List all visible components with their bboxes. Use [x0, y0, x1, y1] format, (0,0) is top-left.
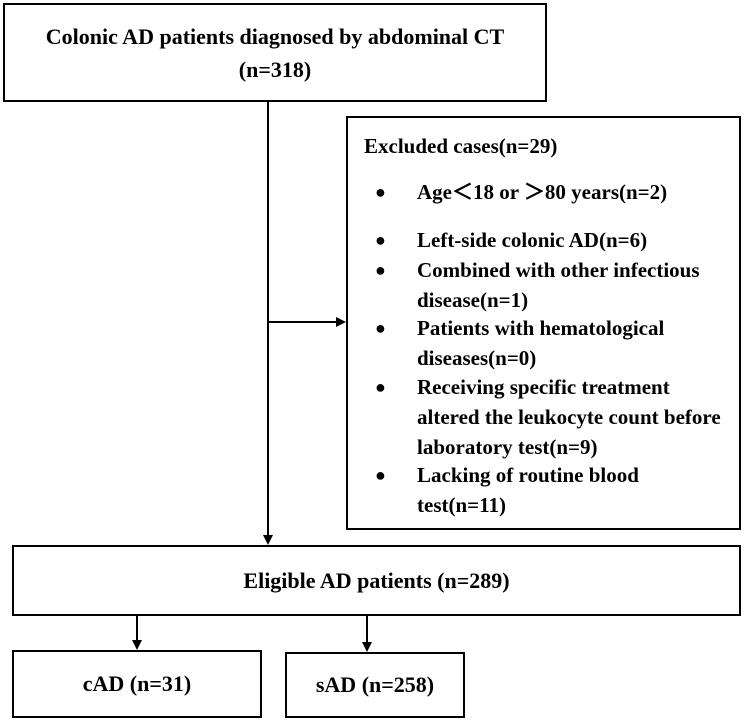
bullet-icon: ●: [375, 377, 386, 397]
colonic-ad-label: Colonic AD patients diagnosed by abdomin…: [45, 23, 505, 49]
bullet-icon: ●: [375, 465, 386, 485]
cad-group-label: cAD (n=31): [82, 671, 192, 696]
sad-group-box: sAD (n=258): [285, 652, 465, 718]
sad-group-label: sAD (n=258): [315, 672, 435, 697]
excluded-cases-box: Excluded cases(n=29) ● Age＜18 or ＞80 yea…: [346, 116, 741, 530]
bullet-icon: ●: [375, 182, 386, 202]
cad-group-box: cAD (n=31): [12, 650, 262, 718]
excluded-cases-title: Excluded cases(n=29): [364, 134, 558, 158]
eligible-patients-box: Eligible AD patients (n=289): [12, 545, 741, 616]
bullet-icon: ●: [375, 230, 386, 250]
colonic-ad-count: (n=318): [238, 56, 312, 82]
colonic-ad-box: Colonic AD patients diagnosed by abdomin…: [3, 3, 547, 102]
bullet-icon: ●: [375, 318, 386, 338]
eligible-patients-label: Eligible AD patients (n=289): [243, 567, 510, 593]
bullet-icon: ●: [375, 260, 386, 280]
